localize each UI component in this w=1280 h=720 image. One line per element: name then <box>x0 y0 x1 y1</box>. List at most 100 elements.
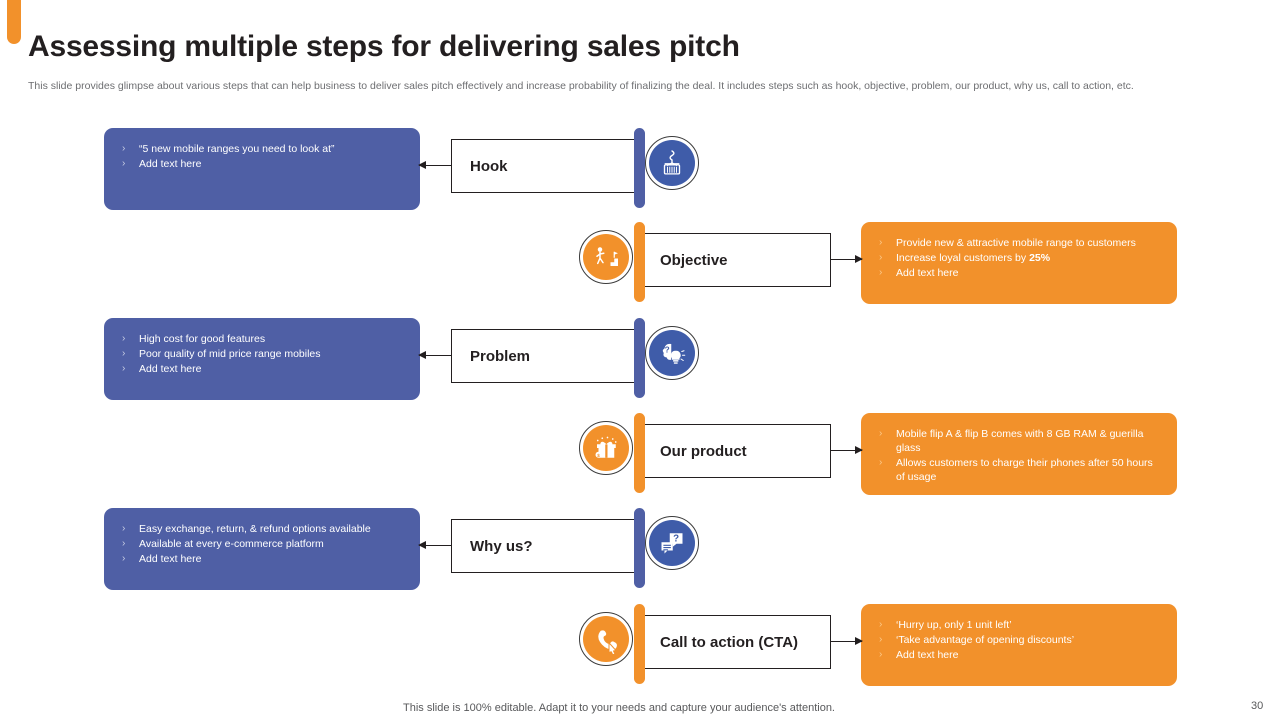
bullet-text: Provide new & attractive mobile range to… <box>896 237 1136 249</box>
connector-arrow-right <box>830 637 863 646</box>
bullet-item: ›Available at every e-commerce platform <box>122 537 406 551</box>
bullet-item: › Increase loyal customers by 25% <box>879 251 1163 265</box>
connector-line <box>419 545 451 547</box>
step-accent-bar <box>634 222 645 302</box>
step-icon-circle: ? <box>645 326 699 380</box>
bullet-text: Poor quality of mid price range mobiles <box>139 348 321 360</box>
chevron-right-icon: › <box>122 523 126 534</box>
step-label-box[interactable]: Problem <box>451 329 641 383</box>
brain-lightbulb-question-icon: ? <box>649 330 695 376</box>
bullet-item: ›Add text here <box>879 266 1163 280</box>
step-detail-box: › Mobile flip A & flip B comes with 8 GB … <box>861 413 1177 495</box>
chevron-right-icon: › <box>122 348 126 359</box>
arrow-head-icon <box>418 541 426 550</box>
connector-arrow-left <box>418 161 451 170</box>
svg-text:?: ? <box>673 534 679 545</box>
svg-text:?: ? <box>665 345 670 354</box>
phone-click-icon <box>583 616 629 662</box>
step-label-text: Hook <box>470 157 508 175</box>
step-label-box[interactable]: Hook <box>451 139 641 193</box>
step-label-text: Objective <box>660 251 728 269</box>
bullet-text: Add text here <box>139 553 202 565</box>
step-label-box[interactable]: Objective <box>641 233 831 287</box>
footer-note: This slide is 100% editable. Adapt it to… <box>403 702 835 714</box>
bullet-text: “5 new mobile ranges you need to look at… <box>139 143 335 155</box>
bullet-item: ›Add text here <box>879 648 1163 662</box>
bullet-item: › Add text here <box>122 552 406 566</box>
arrow-head-icon <box>418 161 426 170</box>
gift-box-icon: $ <box>583 425 629 471</box>
person-climbing-stairs-goal-icon <box>583 234 629 280</box>
step-detail-box: › “5 new mobile ranges you need to look a… <box>104 128 420 210</box>
step-detail-box: › ‘Hurry up, only 1 unit left’ › ‘Take adva… <box>861 604 1177 686</box>
step-detail-box: ›High cost for good features›Poor qualit… <box>104 318 420 400</box>
step-label-text: Why us? <box>470 537 533 555</box>
step-label-box[interactable]: Our product <box>641 424 831 478</box>
connector-line <box>830 450 862 452</box>
step-label-text: Our product <box>660 442 747 460</box>
page-subtitle: This slide provides glimpse about variou… <box>28 80 1134 92</box>
step-row-objective: › Provide new & attractive mobile range t… <box>0 222 1280 312</box>
step-accent-bar <box>634 413 645 493</box>
chevron-right-icon: › <box>122 333 126 344</box>
chevron-right-icon: › <box>122 158 126 169</box>
bullet-text: Add text here <box>896 649 959 661</box>
step-label-box[interactable]: Call to action (CTA) <box>641 615 831 669</box>
chevron-right-icon: › <box>879 634 883 645</box>
bullet-item: ›High cost for good features <box>122 332 406 346</box>
step-detail-box: › Easy exchange, return, & refund options… <box>104 508 420 590</box>
svg-text:$: $ <box>597 453 600 458</box>
arrow-head-icon <box>418 351 426 360</box>
step-accent-bar <box>634 604 645 684</box>
bullet-text: Increase loyal customers by 25% <box>896 252 1051 264</box>
step-icon-circle <box>579 230 633 284</box>
bullet-item: › Easy exchange, return, & refund options… <box>122 522 406 536</box>
arrow-head-icon <box>855 255 863 264</box>
bullet-text: ‘Hurry up, only 1 unit left’ <box>896 619 1012 631</box>
bullet-text: ‘Take advantage of opening discounts’ <box>896 634 1075 646</box>
title-accent-bar <box>7 0 21 44</box>
bullet-item: › Poor quality of mid price range mobiles <box>122 347 406 361</box>
step-accent-bar <box>634 128 645 208</box>
chevron-right-icon: › <box>879 428 883 439</box>
chevron-right-icon: › <box>879 267 883 278</box>
connector-line <box>830 641 862 643</box>
step-row-call-to-action-cta: › ‘Hurry up, only 1 unit left’ › ‘Take adva… <box>0 604 1280 694</box>
connector-line <box>419 165 451 167</box>
chevron-right-icon: › <box>122 553 126 564</box>
step-icon-circle: $ <box>579 421 633 475</box>
connector-arrow-right <box>830 255 863 264</box>
connector-arrow-right <box>830 446 863 455</box>
chevron-right-icon: › <box>879 457 883 468</box>
step-label-box[interactable]: Why us? <box>451 519 641 573</box>
bullet-item: › Allows customers to charge their phones… <box>879 456 1163 484</box>
step-accent-bar <box>634 318 645 398</box>
bullet-text: Available at every e-commerce platform <box>139 538 324 550</box>
step-row-why-us: › Easy exchange, return, & refund options… <box>0 508 1280 598</box>
page-title: Assessing multiple steps for delivering … <box>28 30 740 63</box>
connector-arrow-left <box>418 541 451 550</box>
bullet-text: Mobile flip A & flip B comes with 8 GB R… <box>896 428 1144 454</box>
bullet-item: › Add text here <box>122 157 406 171</box>
step-icon-circle <box>579 612 633 666</box>
bullet-item: › ‘Take advantage of opening discounts’ <box>879 633 1163 647</box>
bullet-text: Add text here <box>139 158 202 170</box>
bullet-text: Add text here <box>139 363 202 375</box>
bullet-text: Allows customers to charge their phones … <box>896 457 1153 483</box>
chevron-right-icon: › <box>879 252 883 263</box>
connector-line <box>830 259 862 261</box>
arrow-head-icon <box>855 446 863 455</box>
chevron-right-icon: › <box>122 143 126 154</box>
chevron-right-icon: › <box>122 363 126 374</box>
step-row-problem: ›High cost for good features›Poor qualit… <box>0 318 1280 408</box>
page-number: 30 <box>1251 700 1264 712</box>
bullet-text: Easy exchange, return, & refund options … <box>139 523 371 535</box>
step-detail-box: › Provide new & attractive mobile range t… <box>861 222 1177 304</box>
chevron-right-icon: › <box>879 237 883 248</box>
bullet-item: › Mobile flip A & flip B comes with 8 GB … <box>879 427 1163 455</box>
connector-arrow-left <box>418 351 451 360</box>
step-icon-circle: ? <box>645 516 699 570</box>
chevron-right-icon: › <box>879 619 883 630</box>
step-row-our-product: › Mobile flip A & flip B comes with 8 GB … <box>0 413 1280 503</box>
